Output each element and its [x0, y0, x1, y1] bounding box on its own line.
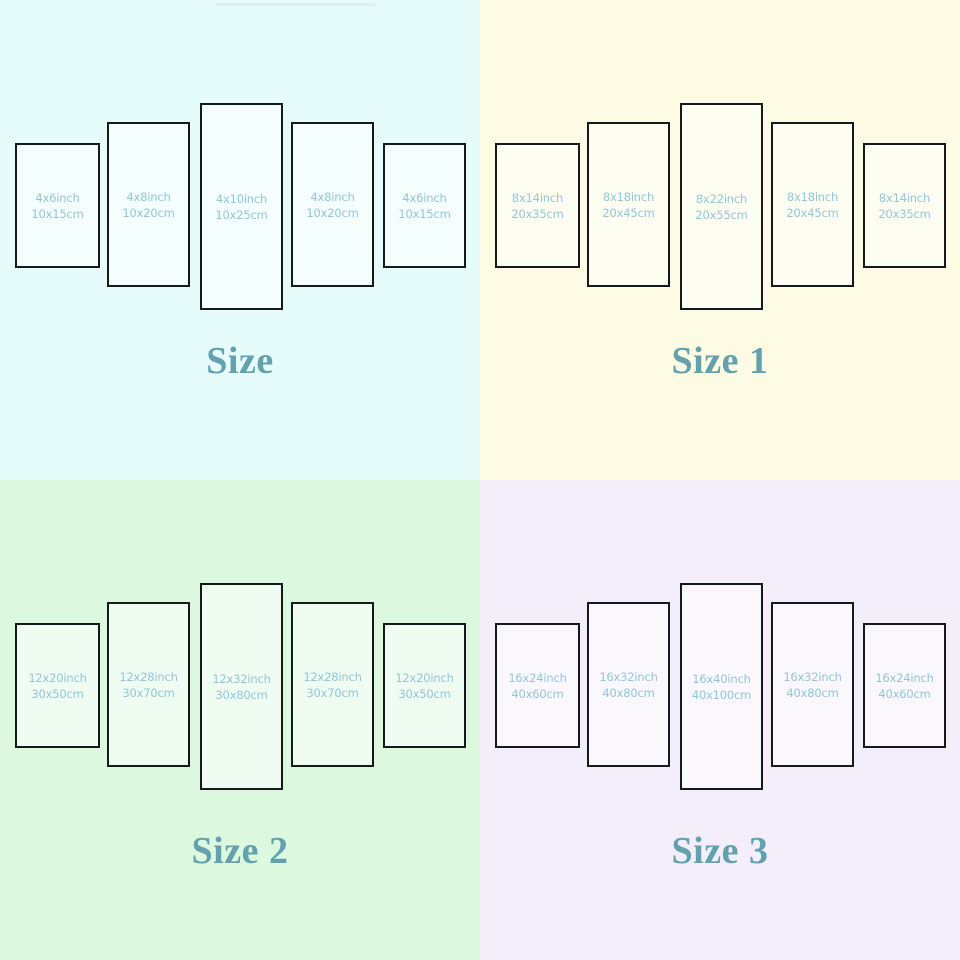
panel-label: 16x24inch 40x60cm — [508, 670, 567, 702]
panel-label-cm: 30x80cm — [215, 687, 268, 702]
panel-right-outer[interactable]: 16x24inch 40x60cm — [863, 623, 946, 748]
panel-right-inner[interactable]: 12x28inch 30x70cm — [291, 602, 374, 767]
panel-left-inner[interactable]: 12x28inch 30x70cm — [107, 602, 190, 767]
panel-label-inch: 12x28inch — [303, 669, 362, 684]
panel-label: 4x8inch 10x20cm — [306, 189, 358, 221]
panel-label: 12x28inch 30x70cm — [303, 669, 362, 701]
panel-label-cm: 30x50cm — [398, 686, 451, 701]
panel-group: 8x14inch 20x35cm 8x18inch 20x45cm 8x22in… — [480, 0, 960, 330]
panel-label: 16x24inch 40x60cm — [875, 670, 934, 702]
panel-right-outer[interactable]: 8x14inch 20x35cm — [863, 143, 946, 268]
size-option-size-1[interactable]: 8x14inch 20x35cm 8x18inch 20x45cm 8x22in… — [480, 0, 960, 480]
panel-label-inch: 8x22inch — [695, 191, 748, 206]
panel-right-inner[interactable]: 4x8inch 10x20cm — [291, 122, 374, 287]
panel-right-outer[interactable]: 4x6inch 10x15cm — [383, 143, 466, 268]
panel-center[interactable]: 16x40inch 40x100cm — [680, 583, 763, 790]
panel-label-cm: 40x100cm — [691, 687, 752, 702]
panel-center[interactable]: 4x10inch 10x25cm — [200, 103, 283, 310]
panel-label-inch: 4x8inch — [126, 189, 171, 204]
panel-label-cm: 20x45cm — [786, 205, 839, 220]
panel-label: 8x18inch 20x45cm — [602, 189, 654, 221]
panel-label-cm: 30x70cm — [122, 685, 175, 700]
panel-right-outer[interactable]: 12x20inch 30x50cm — [383, 623, 466, 748]
panel-label-cm: 40x60cm — [878, 686, 931, 701]
panel-label-inch: 4x8inch — [310, 189, 355, 204]
size-option-size[interactable]: 4x6inch 10x15cm 4x8inch 10x20cm 4x10inch… — [0, 0, 480, 480]
panel-label-cm: 40x80cm — [602, 685, 655, 700]
panel-label-inch: 4x6inch — [35, 190, 80, 205]
panel-label-cm: 10x20cm — [306, 205, 359, 220]
panel-left-inner[interactable]: 16x32inch 40x80cm — [587, 602, 670, 767]
panel-label-inch: 12x20inch — [395, 670, 454, 685]
panel-label: 4x8inch 10x20cm — [122, 189, 174, 221]
panel-label-inch: 12x20inch — [28, 670, 87, 685]
panel-label: 16x32inch 40x80cm — [783, 669, 842, 701]
panel-label: 12x28inch 30x70cm — [119, 669, 178, 701]
panel-center[interactable]: 12x32inch 30x80cm — [200, 583, 283, 790]
panel-left-outer[interactable]: 8x14inch 20x35cm — [495, 143, 580, 268]
size-option-title: Size 2 — [191, 830, 289, 872]
panel-label-cm: 40x60cm — [511, 686, 564, 701]
size-option-title: Size 1 — [671, 340, 769, 382]
panel-label-inch: 8x14inch — [878, 190, 931, 205]
panel-label-cm: 10x25cm — [215, 207, 268, 222]
panel-label-cm: 10x20cm — [122, 205, 175, 220]
panel-label: 8x14inch 20x35cm — [511, 190, 563, 222]
panel-label-cm: 10x15cm — [398, 206, 451, 221]
panel-label-inch: 16x24inch — [508, 670, 567, 685]
panel-label: 8x14inch 20x35cm — [878, 190, 930, 222]
panel-left-outer[interactable]: 12x20inch 30x50cm — [15, 623, 100, 748]
panel-label-cm: 10x15cm — [31, 206, 84, 221]
size-option-size-3[interactable]: 16x24inch 40x60cm 16x32inch 40x80cm 16x4… — [480, 480, 960, 960]
panel-label: 4x10inch 10x25cm — [215, 191, 267, 223]
panel-label: 16x40inch 40x100cm — [691, 671, 752, 703]
panel-label-cm: 40x80cm — [786, 685, 839, 700]
panel-label-inch: 16x40inch — [692, 671, 751, 686]
panel-right-inner[interactable]: 16x32inch 40x80cm — [771, 602, 854, 767]
panel-label-cm: 20x35cm — [511, 206, 564, 221]
size-option-title: Size 3 — [671, 830, 769, 872]
panel-label-inch: 12x28inch — [119, 669, 178, 684]
panel-label: 4x6inch 10x15cm — [398, 190, 450, 222]
panel-group: 4x6inch 10x15cm 4x8inch 10x20cm 4x10inch… — [0, 0, 480, 330]
panel-right-inner[interactable]: 8x18inch 20x45cm — [771, 122, 854, 287]
panel-label: 4x6inch 10x15cm — [31, 190, 83, 222]
panel-left-inner[interactable]: 4x8inch 10x20cm — [107, 122, 190, 287]
size-option-size-2[interactable]: 12x20inch 30x50cm 12x28inch 30x70cm 12x3… — [0, 480, 480, 960]
watermark-artifact — [215, 3, 375, 6]
panel-group: 16x24inch 40x60cm 16x32inch 40x80cm 16x4… — [480, 480, 960, 810]
size-option-title: Size — [206, 340, 274, 382]
panel-left-outer[interactable]: 16x24inch 40x60cm — [495, 623, 580, 748]
panel-label-inch: 8x18inch — [602, 189, 655, 204]
panel-label-cm: 20x55cm — [695, 207, 748, 222]
panel-label: 12x32inch 30x80cm — [212, 671, 271, 703]
panel-label-inch: 8x14inch — [511, 190, 564, 205]
panel-label: 8x22inch 20x55cm — [695, 191, 747, 223]
panel-label-inch: 16x24inch — [875, 670, 934, 685]
panel-label: 12x20inch 30x50cm — [395, 670, 454, 702]
panel-label-cm: 20x35cm — [878, 206, 931, 221]
panel-label-inch: 12x32inch — [212, 671, 271, 686]
panel-label-inch: 8x18inch — [786, 189, 839, 204]
panel-label: 8x18inch 20x45cm — [786, 189, 838, 221]
panel-label-cm: 30x70cm — [306, 685, 359, 700]
panel-label: 16x32inch 40x80cm — [599, 669, 658, 701]
panel-label-cm: 30x50cm — [31, 686, 84, 701]
panel-left-outer[interactable]: 4x6inch 10x15cm — [15, 143, 100, 268]
panel-label-inch: 16x32inch — [599, 669, 658, 684]
panel-label-inch: 4x10inch — [215, 191, 268, 206]
panel-left-inner[interactable]: 8x18inch 20x45cm — [587, 122, 670, 287]
panel-group: 12x20inch 30x50cm 12x28inch 30x70cm 12x3… — [0, 480, 480, 810]
panel-label-inch: 16x32inch — [783, 669, 842, 684]
panel-label-cm: 20x45cm — [602, 205, 655, 220]
panel-label-inch: 4x6inch — [402, 190, 447, 205]
panel-label: 12x20inch 30x50cm — [28, 670, 87, 702]
panel-center[interactable]: 8x22inch 20x55cm — [680, 103, 763, 310]
